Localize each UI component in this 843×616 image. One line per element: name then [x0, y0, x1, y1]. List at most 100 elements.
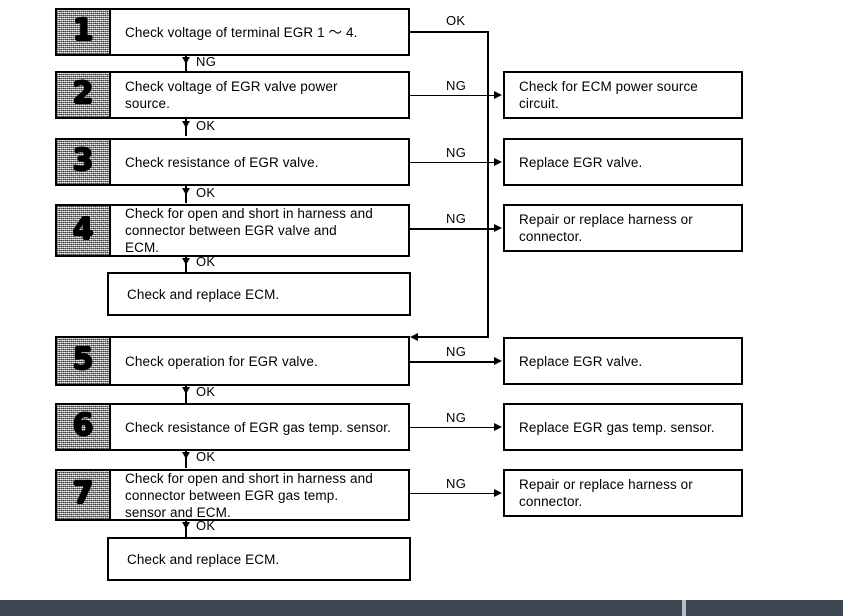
edge-step4-result3-arrowhead — [494, 224, 502, 232]
edge-step3-step4-arrowhead — [182, 188, 190, 195]
edge-step5-step6-line — [185, 386, 187, 403]
edge-step5-result4-arrowhead — [494, 357, 502, 365]
edge-step2-result1-line — [410, 95, 494, 96]
step-line: sensor and ECM. — [125, 504, 231, 520]
step-number-7: 7 — [72, 476, 94, 511]
step-box-3[interactable]: 3 Check resistance of EGR valve. — [55, 138, 410, 186]
step-badge-6: 6 — [57, 405, 111, 449]
step-badge-2: 2 — [57, 73, 111, 117]
result-line: Repair or replace harness or — [519, 477, 693, 492]
edge-label-ok-7: OK — [196, 518, 216, 533]
edge-step6-step7-arrowhead — [182, 452, 190, 459]
edge-step3-result2-arrowhead — [494, 158, 502, 166]
step-line: connector between EGR valve and — [125, 223, 337, 238]
step-line: Check resistance of EGR valve. — [125, 154, 319, 170]
edge-step1-ok-hline — [410, 31, 488, 33]
step-box-7[interactable]: 7 Check for open and short in harness an… — [55, 469, 410, 521]
result-box-6[interactable]: Repair or replace harness or connector. — [503, 469, 743, 517]
result-box-5[interactable]: Replace EGR gas temp. sensor. — [503, 403, 743, 451]
edge-step1-step2-arrowhead — [182, 57, 190, 64]
edge-label-ok-2: OK — [196, 118, 216, 133]
step-text-2: Check voltage of EGR valve power source. — [111, 73, 408, 117]
step-line: Check voltage of EGR valve power — [125, 79, 338, 94]
edge-step2-step3-arrowhead — [182, 121, 190, 128]
edge-label-ng-3: NG — [446, 145, 467, 160]
step-badge-1: 1 — [57, 10, 111, 54]
step-number-1: 1 — [72, 13, 94, 48]
edge-step4-ecm1-line — [185, 257, 187, 273]
step-box-6[interactable]: 6 Check resistance of EGR gas temp. sens… — [55, 403, 410, 451]
step-text-1: Check voltage of terminal EGR 1 ～ 4. — [111, 10, 408, 54]
edge-step4-result3-line — [410, 228, 494, 230]
edge-label-ng-7: NG — [446, 476, 467, 491]
edge-label-ng-5: NG — [446, 344, 467, 359]
edge-label-ok-1: OK — [446, 13, 466, 28]
result-line: Replace EGR valve. — [519, 353, 643, 369]
result-box-3[interactable]: Repair or replace harness or connector. — [503, 204, 743, 252]
step-line: ECM. — [125, 240, 160, 255]
edge-label-ng-6: NG — [446, 410, 467, 425]
edge-step6-result5-arrowhead — [494, 423, 502, 431]
result-line: Replace EGR gas temp. sensor. — [519, 419, 715, 435]
edge-step6-result5-line — [410, 427, 494, 428]
result-line: connector. — [519, 229, 583, 244]
step-number-4: 4 — [72, 211, 94, 247]
step-badge-7: 7 — [57, 471, 111, 519]
edge-step1-ok-return-hline — [412, 336, 489, 338]
terminal-box-ecm-1[interactable]: Check and replace ECM. — [107, 272, 411, 316]
result-box-2[interactable]: Replace EGR valve. — [503, 138, 743, 186]
edge-label-ok-6: OK — [196, 449, 216, 464]
step-line: Check resistance of EGR gas temp. sensor… — [125, 419, 391, 435]
edge-step1-ok-arrowhead — [410, 333, 418, 341]
step-text-7: Check for open and short in harness and … — [111, 471, 408, 520]
edge-step6-step7-line — [185, 451, 187, 468]
step-line: Check voltage of terminal EGR 1 ～ 4. — [125, 24, 358, 40]
step-box-1[interactable]: 1 Check voltage of terminal EGR 1 ～ 4. — [55, 8, 410, 56]
edge-label-ng-1: NG — [196, 54, 217, 69]
step-text-4: Check for open and short in harness and … — [111, 206, 408, 255]
edge-step1-ok-vline — [487, 31, 489, 337]
step-badge-4: 4 — [57, 206, 111, 255]
step-line: Check for open and short in harness and — [125, 206, 373, 221]
edge-step7-result6-line — [410, 493, 494, 494]
edge-label-ng-2: NG — [446, 78, 467, 93]
step-line: source. — [125, 96, 170, 111]
terminal-line: Check and replace ECM. — [127, 286, 280, 302]
edge-step7-ecm2-arrowhead — [182, 522, 190, 529]
result-line: circuit. — [519, 96, 559, 111]
step-badge-5: 5 — [57, 338, 111, 384]
edge-label-ng-4: NG — [446, 211, 467, 226]
result-box-4[interactable]: Replace EGR valve. — [503, 337, 743, 385]
edge-label-ok-4: OK — [196, 254, 216, 269]
step-number-2: 2 — [72, 76, 94, 111]
step-line: connector between EGR gas temp. — [125, 487, 339, 503]
edge-step5-step6-arrowhead — [182, 387, 190, 394]
step-number-3: 3 — [72, 143, 94, 178]
step-text-3: Check resistance of EGR valve. — [111, 140, 408, 184]
edge-step7-result6-arrowhead — [494, 489, 502, 497]
result-line: connector. — [519, 494, 583, 509]
edge-step2-result1-arrowhead — [494, 91, 502, 99]
edge-step5-result4-line — [410, 361, 494, 363]
edge-step7-ecm2-line — [185, 521, 187, 537]
bottom-bar — [0, 600, 843, 616]
edge-step3-result2-line — [410, 162, 494, 163]
step-badge-3: 3 — [57, 140, 111, 184]
step-number-6: 6 — [72, 408, 94, 443]
result-box-1[interactable]: Check for ECM power source circuit. — [503, 71, 743, 119]
result-line: Repair or replace harness or — [519, 212, 693, 227]
result-line: Replace EGR valve. — [519, 154, 643, 170]
step-text-6: Check resistance of EGR gas temp. sensor… — [111, 405, 408, 449]
result-line: Check for ECM power source — [519, 79, 698, 94]
step-number-5: 5 — [72, 342, 94, 377]
step-text-5: Check operation for EGR valve. — [111, 338, 408, 384]
terminal-box-ecm-2[interactable]: Check and replace ECM. — [107, 537, 411, 581]
edge-step1-step2-line — [185, 56, 187, 73]
step-box-2[interactable]: 2 Check voltage of EGR valve power sourc… — [55, 71, 410, 119]
step-box-4[interactable]: 4 Check for open and short in harness an… — [55, 204, 410, 257]
step-box-5[interactable]: 5 Check operation for EGR valve. — [55, 336, 410, 386]
bottom-bar-divider — [682, 600, 686, 616]
edge-step4-ecm1-arrowhead — [182, 258, 190, 265]
terminal-line: Check and replace ECM. — [127, 551, 280, 567]
